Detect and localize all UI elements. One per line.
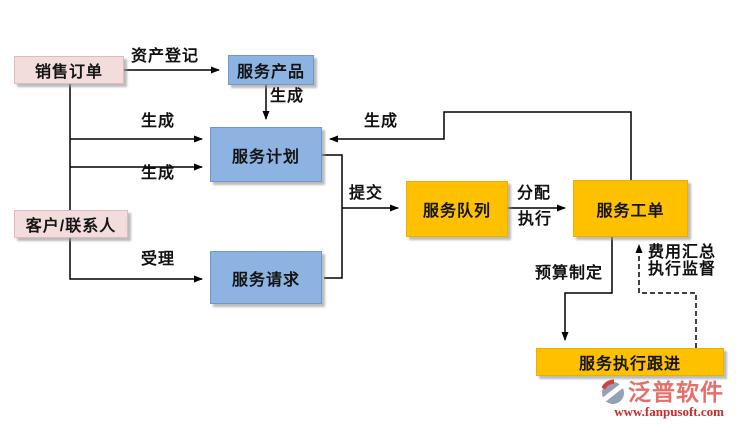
edge-label-submit: 提交 [349,185,384,202]
edge-plan-request-junction [322,154,343,279]
vendor-website: www.fanpusoft.com [614,404,724,419]
node-service-product: 服务产品 [228,55,314,85]
edge-label-execute: 执行 [518,211,553,228]
node-service-plan: 服务计划 [210,127,322,182]
node-sales-order: 销售订单 [14,56,124,84]
edge-label-accept: 受理 [141,251,176,268]
edge-label-cost-summary: 费用汇总 [648,244,717,261]
edge-label-generate-from-customer: 生成 [141,165,176,182]
edge-followup-to-workorder-dashed [635,244,697,348]
edge-workorder-to-plan [329,111,632,180]
fanpu-logo-icon [600,379,626,405]
edge-label-generate-product-to-plan: 生成 [270,88,305,105]
node-service-request: 服务请求 [210,251,322,304]
edge-label-execution-supervision: 执行监督 [648,261,717,278]
node-service-queue: 服务队列 [406,181,508,237]
edge-label-assign: 分配 [517,185,552,202]
edge-label-generate-from-sales: 生成 [141,113,176,130]
edge-workorder-to-followup [561,237,613,341]
edge-label-asset-registration: 资产登记 [131,48,200,65]
node-service-follow-up: 服务执行跟进 [536,348,724,376]
edge-label-generate-from-work-order: 生成 [364,113,399,130]
edge-label-budget-making: 预算制定 [535,265,604,282]
node-service-work-order: 服务工单 [573,180,688,237]
node-customer-contact: 客户/联系人 [14,210,128,238]
edge-customer-to-request [69,238,203,283]
vendor-watermark: 泛普软件 www.fanpusoft.com [600,379,724,419]
vendor-brand-name: 泛普软件 [628,379,724,405]
